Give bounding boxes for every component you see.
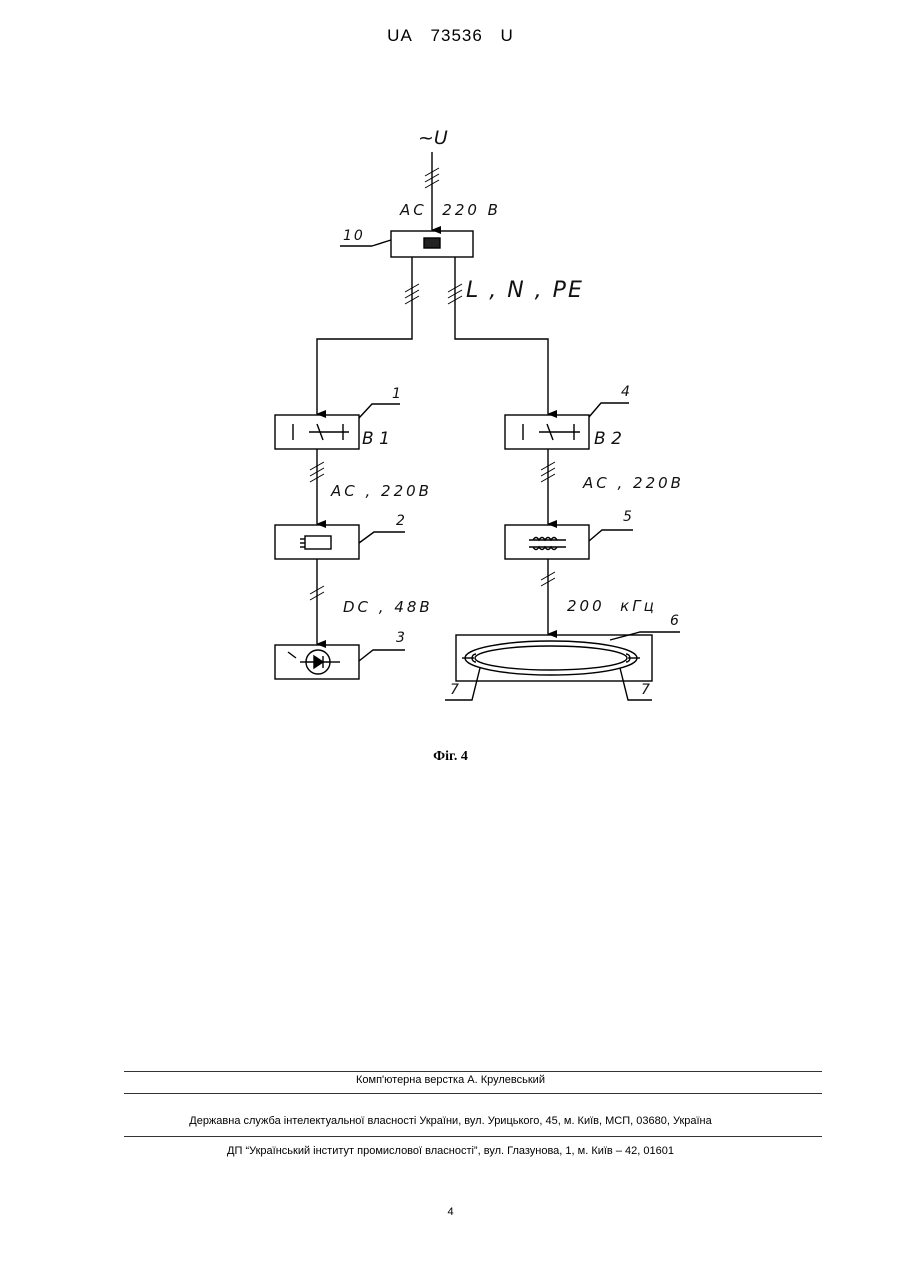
block-2-power-supply [275,525,359,559]
ref-4: 4 [621,384,630,400]
freq-label: 200 кГц [567,597,657,615]
circuit-diagram: ~U AC 220 B 10 L , N , PE 1 B 1 4 B 2 AC… [0,0,901,800]
footer-divider-bottom [124,1136,822,1137]
footer-agency: Державна служба інтелектуальної власност… [0,1115,901,1127]
bus-label: L , N , PE [466,278,584,303]
ref-5: 5 [623,509,632,525]
ref-4-leader [589,403,629,417]
footer-divider-middle [124,1093,822,1094]
block-5-generator [505,525,589,559]
ref-7b: 7 [641,682,650,698]
input-voltage-label: ~U [418,127,448,149]
ref-3-leader [359,650,405,661]
breaker-2-label: B 2 [594,429,622,449]
ref-6-leader [610,632,680,640]
dc-label: DC , 48B [343,598,433,616]
block-10-symbol [424,238,440,248]
ref-3: 3 [396,630,405,646]
page-number: 4 [0,1206,901,1218]
ref-10: 10 [343,228,365,244]
footer-divider-top [124,1071,822,1072]
ref-6: 6 [670,613,679,629]
ref-5-leader [589,530,633,541]
footer-institute: ДП “Український інститут промислової вла… [0,1145,901,1157]
right-branch-label: AC , 220B [582,474,684,492]
block-6-induction-lamp [456,635,652,681]
ref-2-leader [359,532,405,543]
breaker-1-label: B 1 [362,429,390,449]
figure-caption: Фіг. 4 [0,749,901,765]
ref-1: 1 [392,386,401,402]
ref-7a: 7 [450,682,459,698]
footer-typesetting: Комп'ютерна верстка А. Крулевський [0,1074,901,1086]
input-ac-label: AC 220 B [399,201,501,219]
left-branch-label: AC , 220B [330,482,432,500]
ref-2: 2 [396,513,405,529]
ref-1-leader [359,404,400,418]
